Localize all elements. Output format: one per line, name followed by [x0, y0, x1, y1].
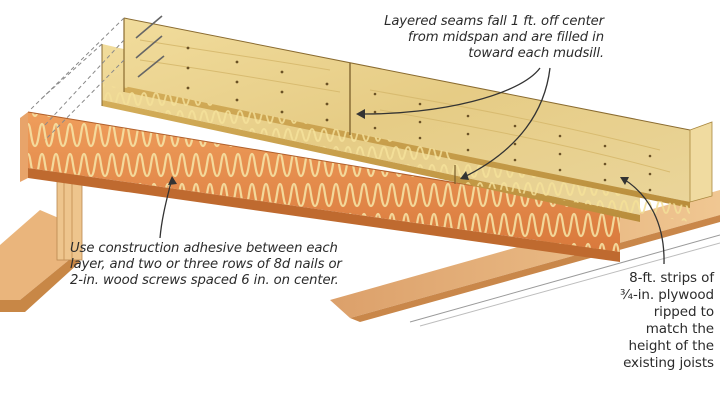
nails — [135, 15, 165, 78]
right-beam — [330, 190, 720, 327]
callout-seams: Layered seams fall 1 ft. off center from… — [304, 14, 604, 62]
callout-strips-line-2: ¾-in. plywood — [620, 287, 714, 303]
projection-lines — [29, 17, 125, 141]
callout-adhesive: Use construction adhesive between each l… — [70, 241, 430, 289]
arrowheads — [168, 109, 629, 185]
callout-seams-line-3: toward each mudsill. — [468, 46, 604, 61]
leader-lines — [159, 67, 665, 265]
callout-adhesive-line-3: 2-in. wood screws spaced 6 in. on center… — [70, 273, 339, 288]
arrow-seam-lower — [461, 67, 551, 179]
callout-strips-line-3: ripped to — [653, 304, 714, 320]
callout-strips: 8-ft. strips of ¾-in. plywood ripped to … — [574, 270, 714, 372]
callout-seams-line-2: from midspan and are filled in — [407, 30, 604, 45]
callout-strips-line-4: match the — [645, 321, 714, 337]
plywood-layer-2 — [123, 17, 713, 222]
existing-joist — [20, 111, 621, 262]
callout-strips-line-6: existing joists — [623, 355, 714, 371]
callout-seams-line-1: Layered seams fall 1 ft. off center — [384, 14, 604, 29]
callout-adhesive-line-2: layer, and two or three rows of 8d nails… — [70, 257, 342, 272]
arrow-strips — [621, 177, 665, 265]
callout-adhesive-line-1: Use construction adhesive between each — [70, 241, 338, 256]
callout-strips-line-5: height of the — [628, 338, 715, 354]
callout-strips-line-1: 8-ft. strips of — [629, 270, 714, 286]
arrow-seam-upper — [357, 67, 541, 115]
